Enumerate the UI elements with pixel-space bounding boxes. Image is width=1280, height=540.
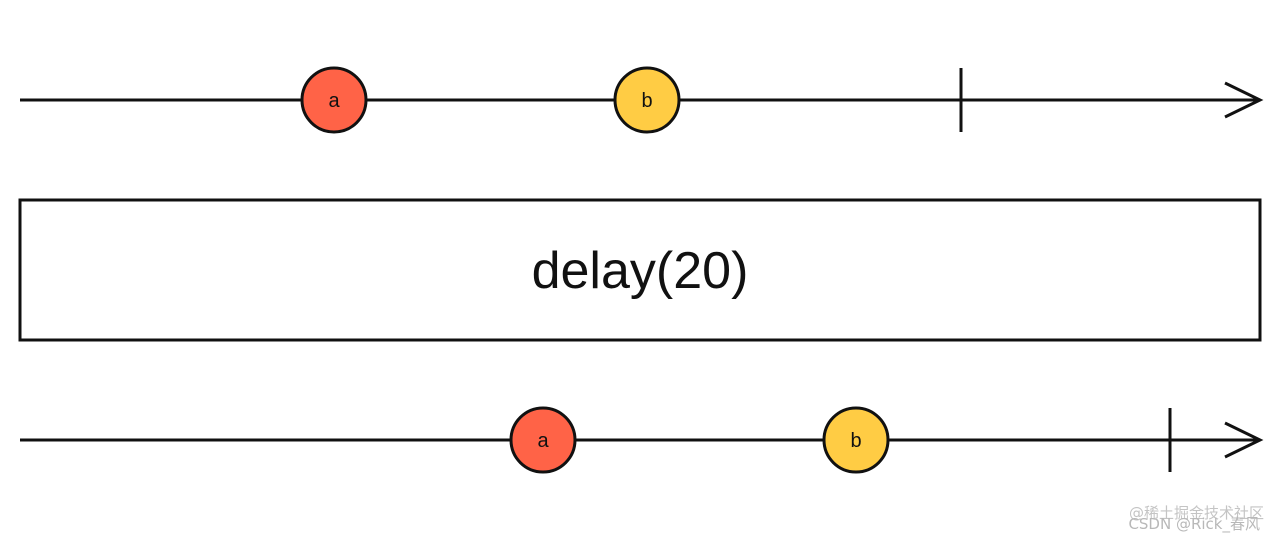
input-timeline-arrowhead xyxy=(1224,81,1264,119)
operator-box-frame xyxy=(18,198,1262,342)
output-timeline-arrowhead xyxy=(1224,421,1264,459)
watermark-juejin: @稀土掘金技术社区 xyxy=(1128,504,1264,522)
output-marble-b-label: b xyxy=(850,430,861,452)
input-marble-a-label: a xyxy=(328,90,340,112)
operator-label: delay(20) xyxy=(532,242,749,300)
output-marble-a-circle xyxy=(509,406,577,474)
watermark-csdn: CSDN @Rick_春风 xyxy=(1128,515,1260,533)
input-timeline: a b xyxy=(20,66,1264,134)
input-marble-b-circle xyxy=(613,66,681,134)
output-marble-a-label: a xyxy=(537,430,549,452)
input-marble-b-label: b xyxy=(641,90,652,112)
input-marble-a-circle xyxy=(300,66,368,134)
input-marble-b: b xyxy=(613,66,681,134)
output-marble-b-circle xyxy=(822,406,890,474)
output-marble-a: a xyxy=(509,406,577,474)
output-timeline: a b xyxy=(20,406,1264,474)
operator-box: delay(20) xyxy=(18,198,1262,342)
input-marble-a: a xyxy=(300,66,368,134)
output-marble-b: b xyxy=(822,406,890,474)
